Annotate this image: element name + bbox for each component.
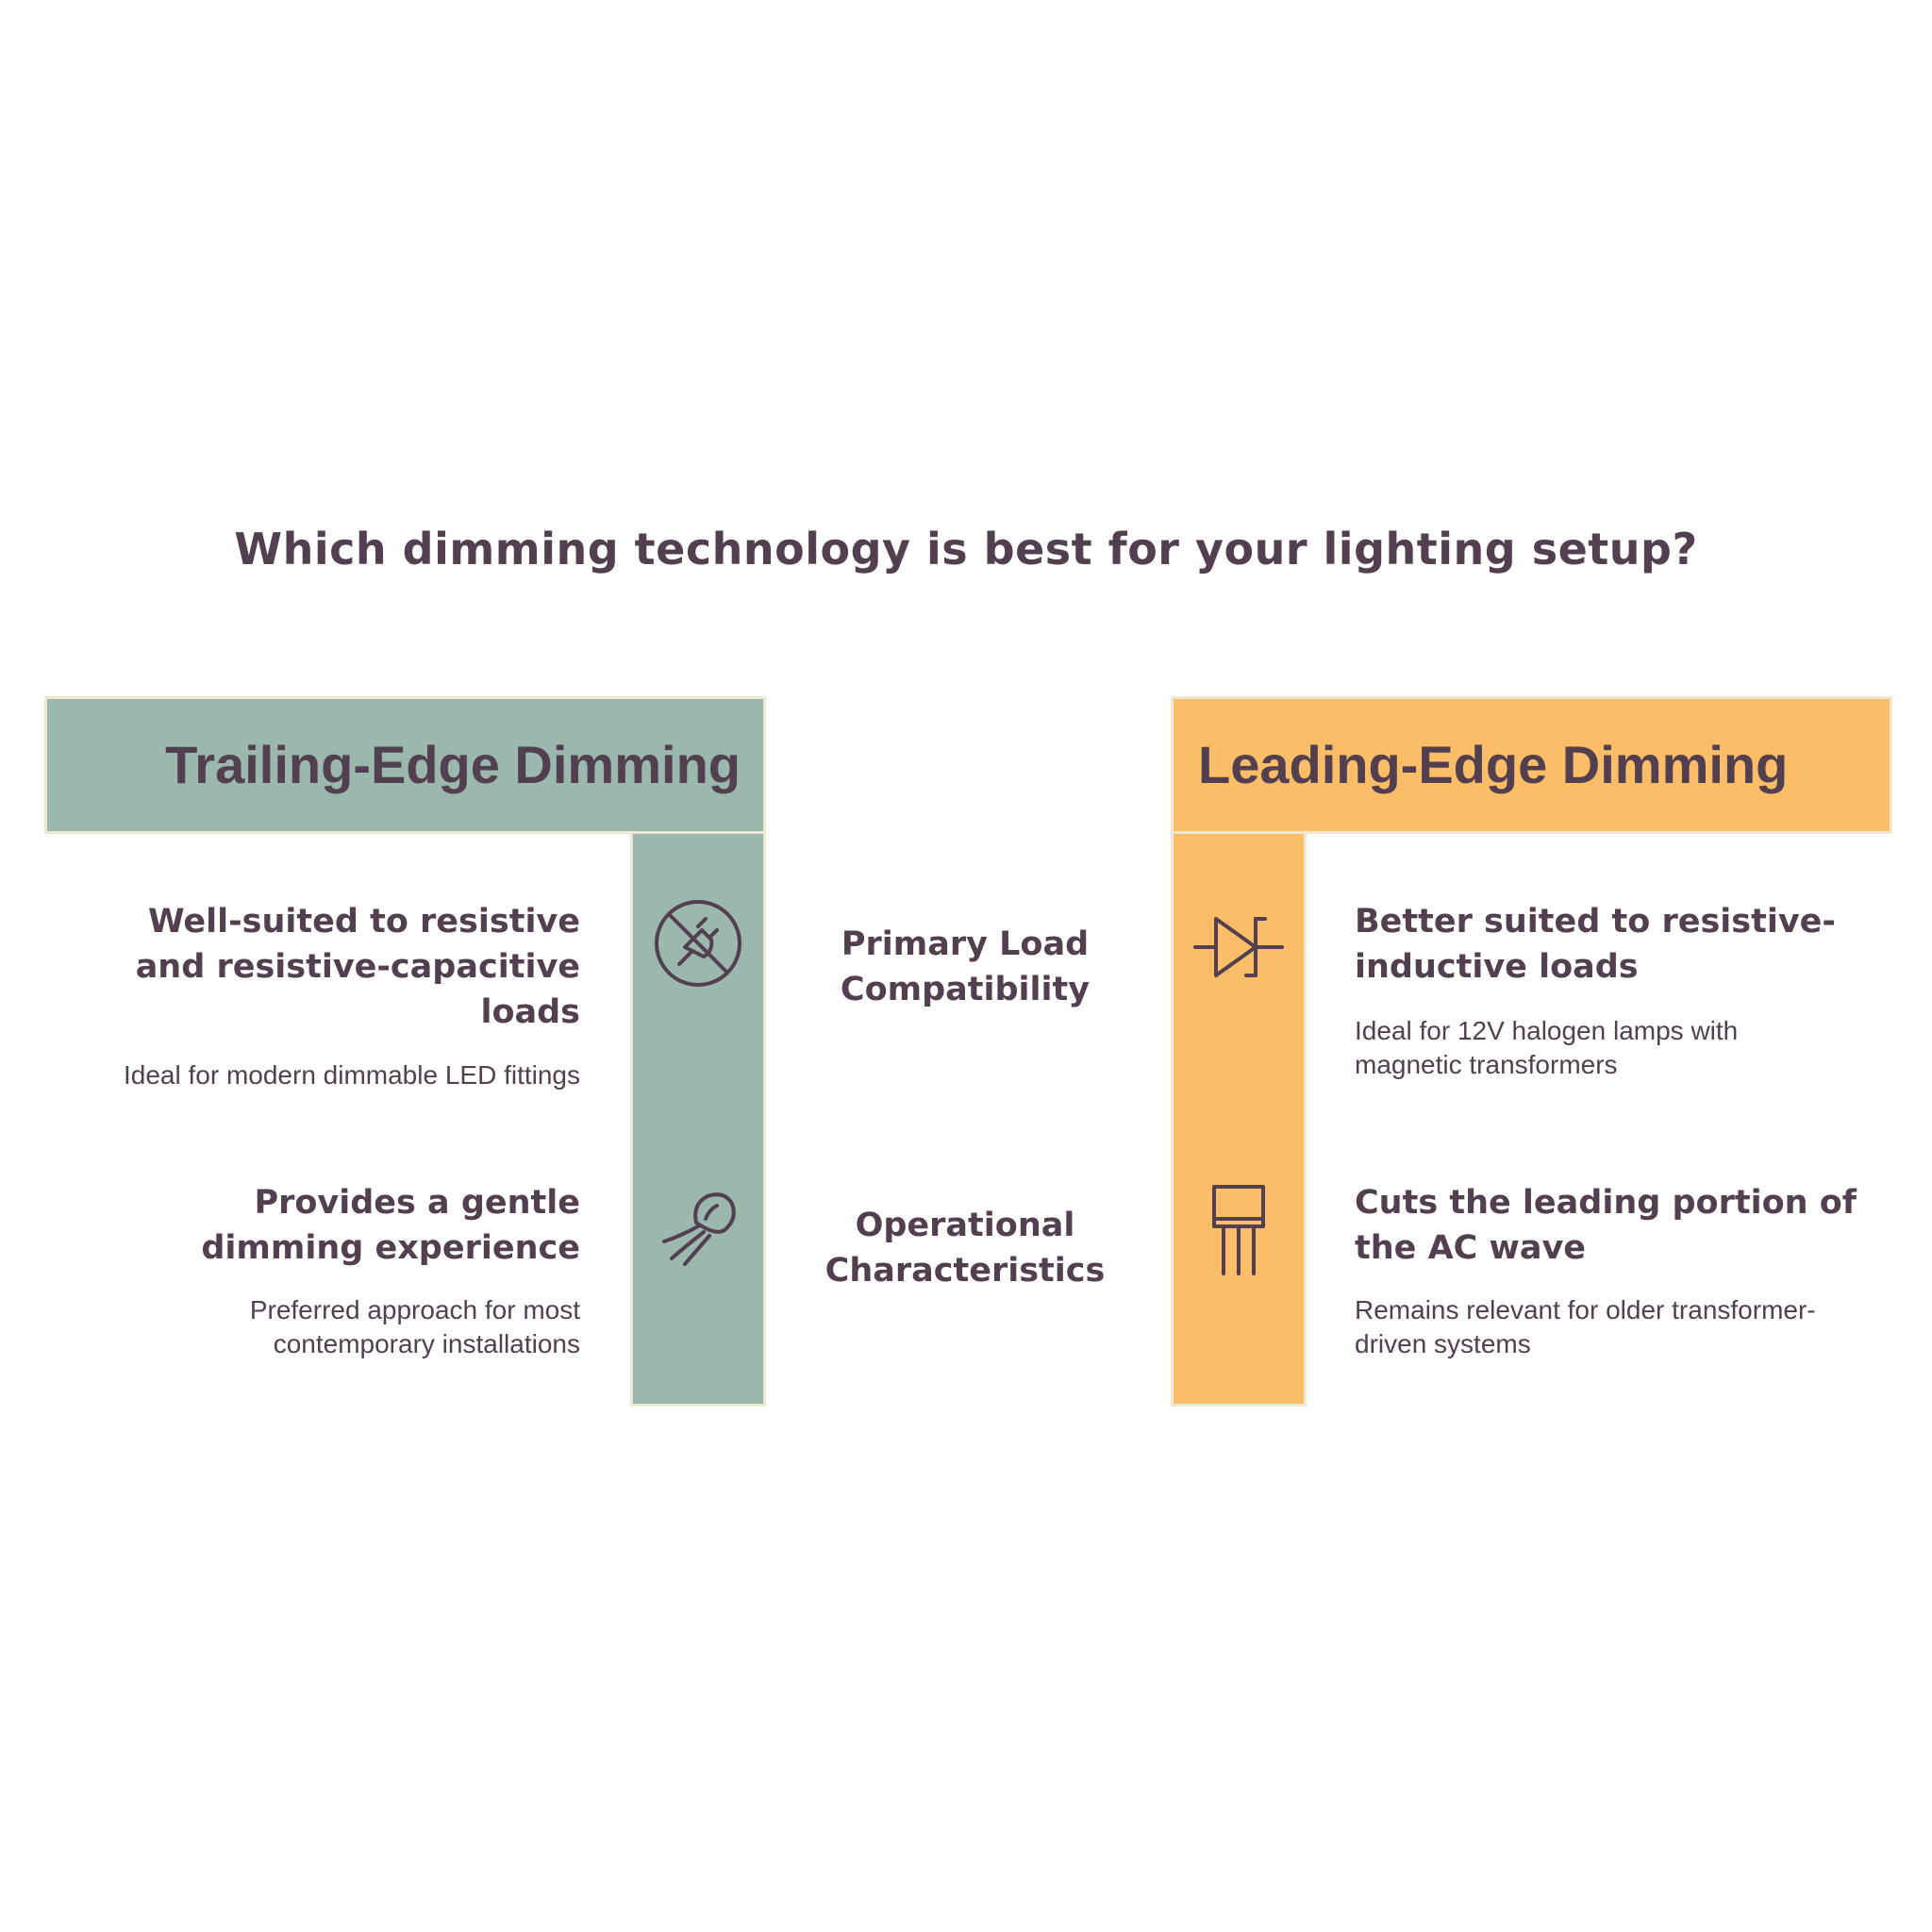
- leading-item-1-description: Ideal for 12V halogen lamps with magneti…: [1355, 1016, 1739, 1079]
- leading-header-panel: [1171, 696, 1892, 834]
- jellyfish-icon: [653, 1181, 743, 1272]
- criterion-operational-characteristics: Operational Characteristics: [824, 1207, 1106, 1290]
- trailing-item-1-description: Ideal for modern dimmable LED fittings: [124, 1060, 580, 1090]
- leading-header-title: Leading-Edge Dimming: [1198, 735, 1789, 794]
- trailing-header-title: Trailing-Edge Dimming: [165, 735, 741, 794]
- page-title: Which dimming technology is best for you…: [234, 524, 1698, 575]
- trailing-header-panel: [44, 696, 766, 834]
- leading-column-panel: [1171, 831, 1307, 1407]
- leading-item-1-heading: Better suited to resistive-inductive loa…: [1355, 903, 1836, 986]
- criterion-load-compatibility: Primary Load Compatibility: [840, 925, 1091, 1008]
- leading-item-2-heading: Cuts the leading portion of the AC wave: [1355, 1184, 1857, 1267]
- trailing-item-1-heading: Well-suited to resistive and resistive-c…: [135, 903, 580, 1031]
- no-plug-icon: [653, 898, 743, 989]
- diode-icon: [1193, 906, 1284, 981]
- trailing-item-2-heading: Provides a gentle dimming experience: [201, 1184, 580, 1267]
- trailing-item-2-description: Preferred approach for most contemporary…: [249, 1295, 580, 1358]
- leading-item-2-description: Remains relevant for older transformer-d…: [1355, 1295, 1816, 1358]
- transistor-icon: [1201, 1181, 1276, 1275]
